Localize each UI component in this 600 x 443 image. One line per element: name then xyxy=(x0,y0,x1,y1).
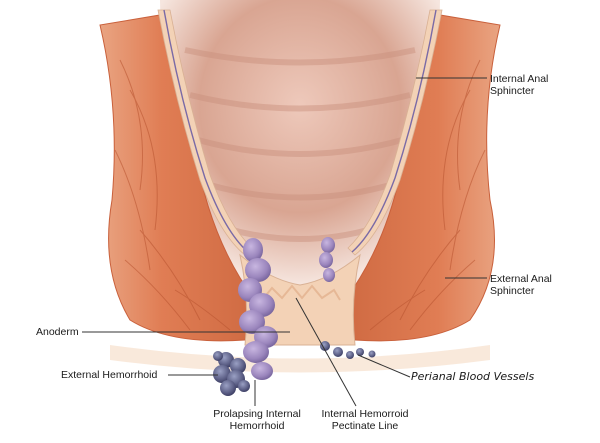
rectal-folds xyxy=(184,47,416,242)
label-external-anal-sphincter: External Anal Sphincter xyxy=(490,273,552,297)
perianal-blood-vessels xyxy=(320,341,376,359)
pectinate-line xyxy=(261,284,341,301)
muscle-fibers xyxy=(114,59,486,331)
label-line: Pectinate Line xyxy=(331,420,399,432)
vein-left xyxy=(163,9,249,253)
internal-sphincter-right xyxy=(347,9,443,256)
leader-pectinate xyxy=(295,297,357,407)
prolapsing-internal-hemorrhoid xyxy=(238,238,278,380)
label-line: Internal Hemorroid xyxy=(321,408,409,420)
label-external-hemorrhoid: External Hemorrhoid xyxy=(61,369,158,381)
label-line: Sphincter xyxy=(490,85,535,97)
label-anoderm: Anoderm xyxy=(36,326,79,338)
vein-right xyxy=(351,9,437,253)
label-internal-anal-sphincter: Internal Anal Sphincter xyxy=(490,73,548,97)
label-line: Hemorrhoid xyxy=(229,420,285,432)
label-line: Sphincter xyxy=(490,285,535,297)
external-hemorrhoid xyxy=(213,351,250,396)
leader-perianal-vessels xyxy=(357,354,411,378)
label-prolapsing-internal-hemorrhoid: Prolapsing Internal Hemorrhoid xyxy=(205,408,309,432)
label-line: Prolapsing Internal xyxy=(213,408,301,420)
internal-hemorrhoid-right xyxy=(319,237,335,282)
label-line: Internal Anal xyxy=(490,73,549,85)
label-perianal-blood-vessels: Perianal Blood Vessels xyxy=(411,370,535,383)
label-line: External Anal xyxy=(490,273,552,285)
label-internal-hemorroid-pectinate-line: Internal Hemorroid Pectinate Line xyxy=(310,408,420,432)
leader-lines xyxy=(82,77,487,407)
perianal-skin xyxy=(110,345,490,373)
